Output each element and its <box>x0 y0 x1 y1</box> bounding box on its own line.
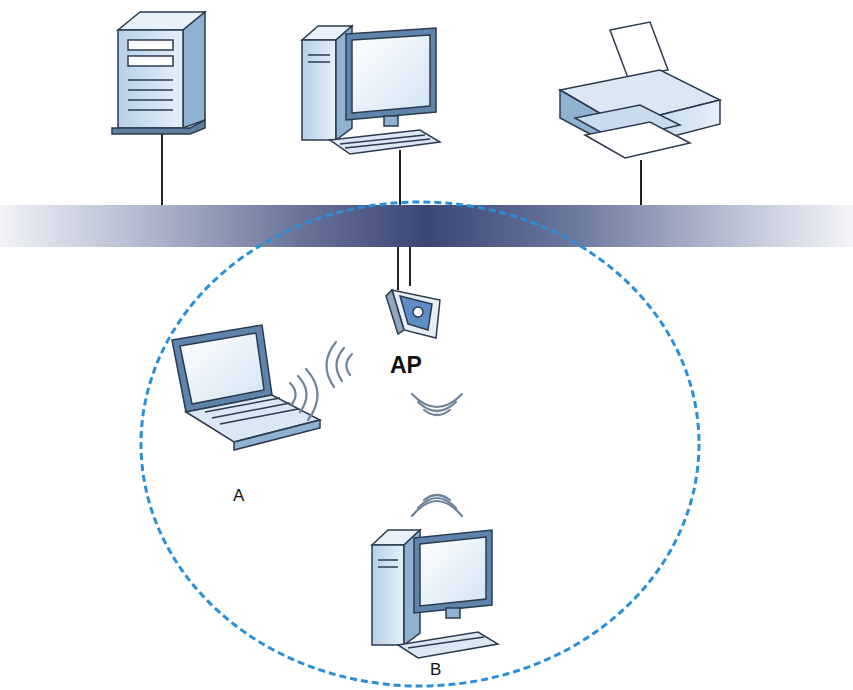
device-label: B <box>430 660 441 680</box>
laptop-icon <box>172 325 320 450</box>
desktop-icon <box>372 530 498 658</box>
access-point-icon <box>386 290 440 338</box>
network-backbone <box>0 205 853 247</box>
coverage-area <box>141 202 699 686</box>
device-label: AP <box>390 352 422 379</box>
printer-icon <box>560 22 720 158</box>
server-icon <box>112 12 205 134</box>
desktop-icon <box>302 26 440 154</box>
device-label: A <box>233 486 244 506</box>
wireless-signal <box>290 342 462 516</box>
